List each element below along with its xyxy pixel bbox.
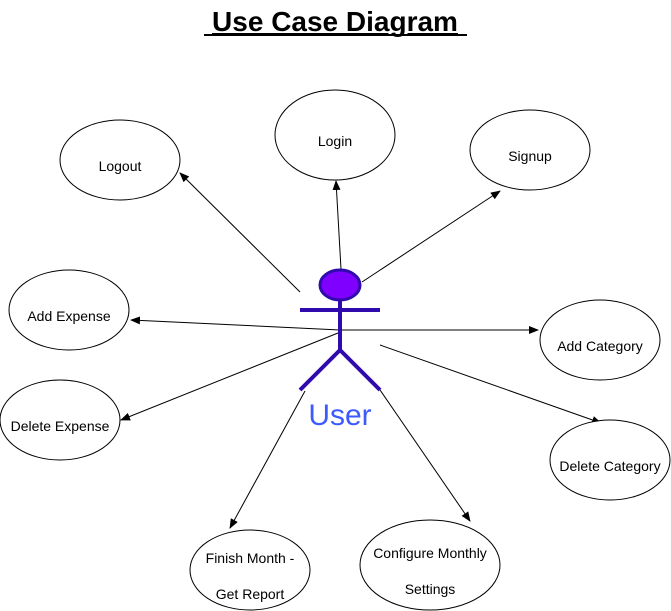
use-case-label-line-2: Get Report xyxy=(216,586,285,602)
use-case-label: Signup xyxy=(508,148,552,164)
use-case-shape xyxy=(359,519,501,611)
use-case-shape xyxy=(8,269,130,351)
association-arrow-delete-category xyxy=(379,344,602,424)
diagram-title: Use Case Diagram xyxy=(212,6,458,37)
use-case-logout[interactable]: Logout xyxy=(59,119,181,201)
use-case-shape xyxy=(0,379,121,461)
association-arrow-configure-monthly xyxy=(377,386,471,522)
stick-figure-icon xyxy=(298,268,382,392)
use-case-shape xyxy=(549,419,671,501)
use-case-shape xyxy=(539,299,661,381)
use-case-configure-monthly[interactable]: Configure Monthly Settings xyxy=(359,519,501,611)
actor-head xyxy=(318,268,362,302)
use-case-label: Add Category xyxy=(557,338,643,354)
association-arrow-delete-expense xyxy=(120,332,339,421)
use-case-finish-month[interactable]: Finish Month - Get Report xyxy=(189,529,311,611)
use-case-add-expense[interactable]: Add Expense xyxy=(8,269,130,351)
use-case-add-category[interactable]: Add Category xyxy=(539,299,661,381)
use-case-label: Logout xyxy=(99,158,142,174)
actor-left-leg xyxy=(298,348,342,392)
use-case-shape xyxy=(469,109,591,191)
use-case-shape xyxy=(59,119,181,201)
association-arrow-finish-month xyxy=(229,390,306,529)
associations xyxy=(120,172,602,529)
actor-label: User xyxy=(308,399,371,432)
use-case-shape xyxy=(189,529,311,611)
use-case-delete-expense[interactable]: Delete Expense xyxy=(0,379,121,461)
use-case-label: Delete Category xyxy=(559,458,660,474)
actor-right-leg xyxy=(338,348,382,392)
use-case-label: Login xyxy=(318,133,352,149)
association-arrow-signup xyxy=(361,190,501,283)
use-case-label-line-2: Settings xyxy=(405,581,456,597)
use-case-label: Add Expense xyxy=(27,308,110,324)
association-arrow-logout xyxy=(179,172,301,293)
use-case-label-line-1: Configure Monthly xyxy=(373,545,487,561)
use-case-shape xyxy=(274,89,396,181)
use-case-login[interactable]: Login xyxy=(274,89,396,181)
association-arrow-add-expense xyxy=(130,316,341,331)
actor-user[interactable]: User xyxy=(298,268,382,432)
use-case-label: Delete Expense xyxy=(11,418,110,434)
use-case-delete-category[interactable]: Delete Category xyxy=(549,419,671,501)
use-case-label-line-1: Finish Month - xyxy=(206,550,295,566)
use-case-signup[interactable]: Signup xyxy=(469,109,591,191)
association-arrow-login xyxy=(332,180,342,270)
